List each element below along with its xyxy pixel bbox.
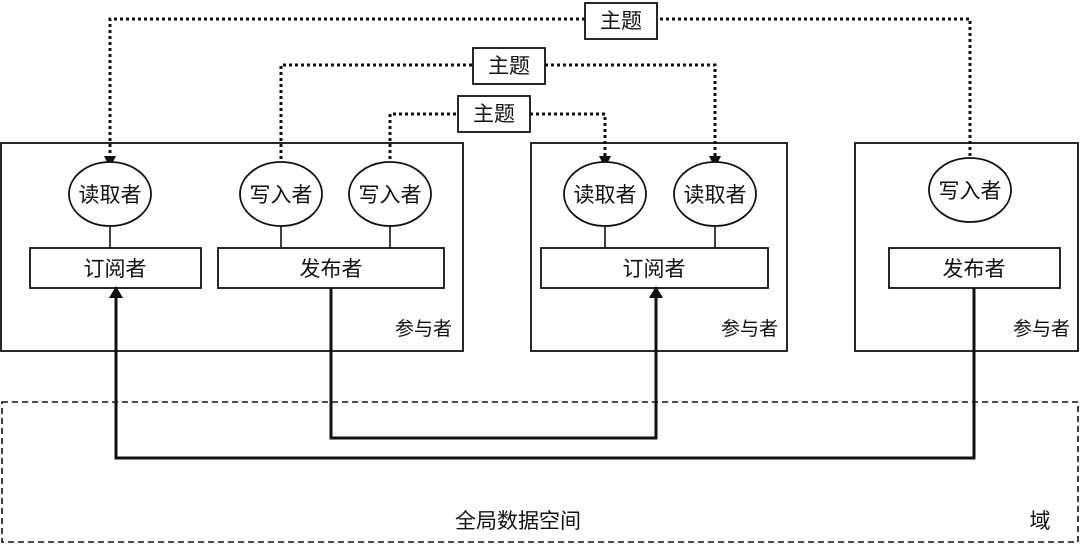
topic-box-2: 主题 [472, 47, 546, 85]
participant-label-3: 参与者 [1013, 318, 1070, 340]
subscriber-label-p2: 订阅者 [623, 257, 686, 281]
reader-node-p1: 读取者 [68, 161, 152, 227]
subscriber-bar-p2: 订阅者 [540, 247, 769, 289]
writer-label-p1-a: 写入者 [250, 183, 313, 207]
writer-node-p3: 写入者 [928, 157, 1012, 223]
reader-label-p1: 读取者 [79, 183, 142, 207]
reader-label-p2-a: 读取者 [574, 183, 637, 207]
flow-p1-publisher-to-p2-subscriber [329, 286, 663, 440]
topic-label-3: 主题 [473, 102, 515, 126]
publisher-label-p3: 发布者 [943, 257, 1006, 281]
topic-3-link-left [388, 112, 458, 165]
subscriber-label-p1: 订阅者 [84, 257, 147, 281]
global-data-space-label: 全局数据空间 [455, 509, 581, 533]
flow-p3-publisher-to-p1-subscriber [109, 286, 976, 460]
domain-region [1, 401, 1079, 543]
topic-box-1: 主题 [584, 2, 658, 40]
writer-label-p3: 写入者 [939, 179, 1002, 203]
publisher-bar-p1: 发布者 [217, 247, 445, 289]
domain-label: 域 [1030, 509, 1051, 533]
writer-node-p1-a: 写入者 [239, 161, 323, 227]
topic-box-3: 主题 [457, 95, 531, 133]
topic-3-link-right [530, 112, 611, 168]
reader-label-p2-b: 读取者 [684, 183, 747, 207]
topic-label-2: 主题 [488, 54, 530, 78]
writer-label-p1-b: 写入者 [359, 183, 422, 207]
subscriber-bar-p1: 订阅者 [29, 247, 202, 289]
topic-2-link-left [279, 63, 473, 165]
participant-label-1: 参与者 [395, 318, 452, 340]
reader-node-p2-a: 读取者 [563, 161, 647, 227]
topic-2-link-right [545, 63, 721, 168]
topic-label-1: 主题 [600, 9, 642, 33]
publisher-bar-p3: 发布者 [888, 247, 1061, 289]
topic-1-link-left [104, 17, 585, 168]
participant-label-2: 参与者 [721, 318, 778, 340]
writer-node-p1-b: 写入者 [348, 161, 432, 227]
reader-node-p2-b: 读取者 [673, 161, 757, 227]
publisher-label-p1: 发布者 [300, 257, 363, 281]
